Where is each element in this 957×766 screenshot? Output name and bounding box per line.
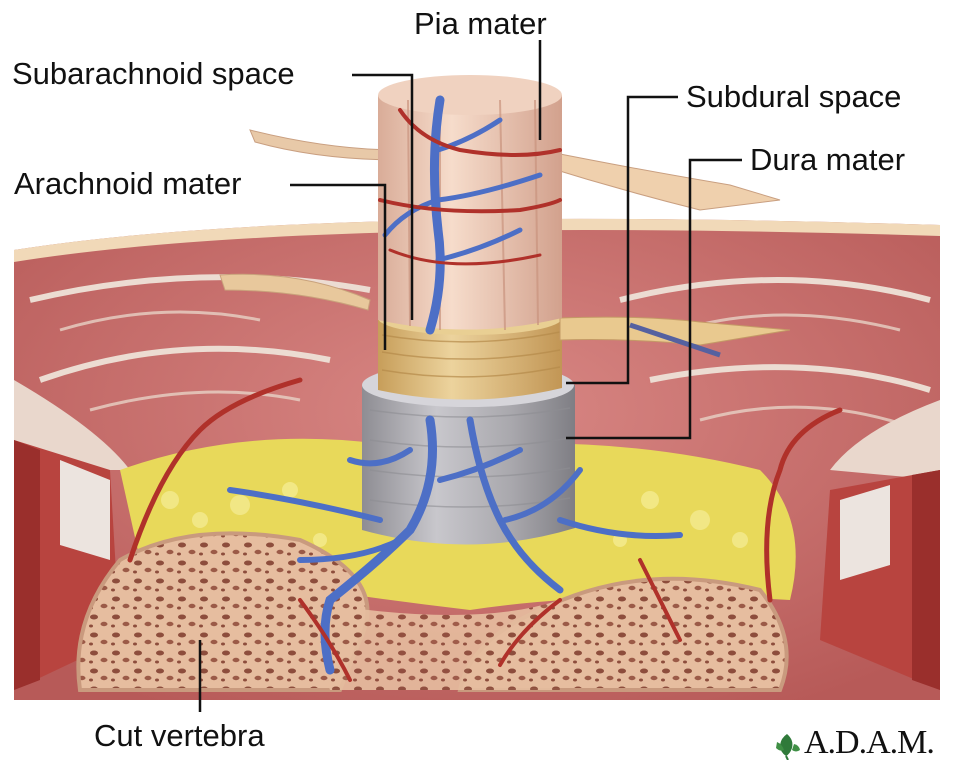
spinal-cord: [378, 75, 562, 330]
label-cut-vertebra: Cut vertebra: [94, 720, 265, 751]
label-dura-mater: Dura mater: [750, 144, 905, 175]
leaf-icon: [772, 730, 802, 760]
label-subdural-space: Subdural space: [686, 81, 901, 112]
adam-logo: A.D.A.M.: [772, 722, 952, 762]
label-pia-mater: Pia mater: [414, 8, 547, 39]
logo-text: A.D.A.M.: [804, 724, 934, 762]
label-subarachnoid-space: Subarachnoid space: [12, 58, 295, 89]
label-arachnoid-mater: Arachnoid mater: [14, 168, 241, 199]
